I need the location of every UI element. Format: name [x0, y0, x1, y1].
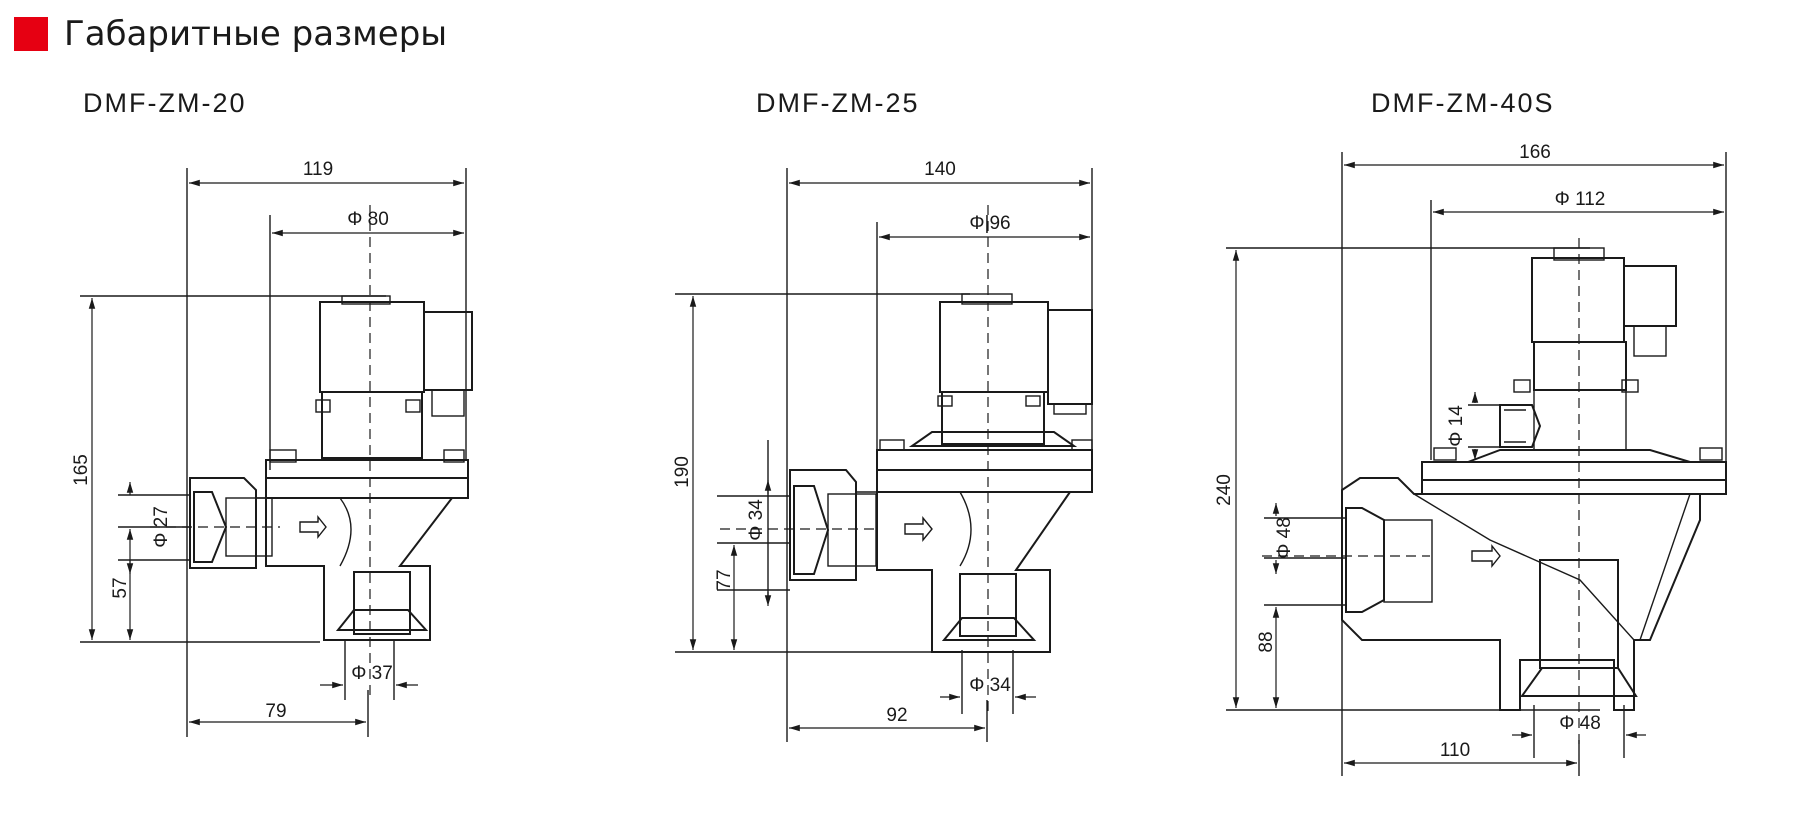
- dim-pilot: Φ 14: [1446, 405, 1467, 447]
- dim-height: 165: [71, 454, 92, 486]
- dim-outlet-offset: 110: [1440, 740, 1470, 761]
- dim-outlet-offset: 92: [886, 705, 907, 726]
- dim-width: 140: [924, 159, 956, 180]
- dim-outlet: Φ 48: [1559, 713, 1601, 734]
- dim-inlet-height: 77: [714, 569, 735, 590]
- dim-outlet: Φ 34: [969, 675, 1011, 696]
- dim-inlet: Φ 27: [151, 506, 172, 548]
- model-label-dmf-zm-25: DMF-ZM-25: [756, 88, 920, 118]
- dim-height: 190: [672, 456, 693, 488]
- dim-inlet: Φ 48: [1274, 517, 1295, 559]
- dim-width: 119: [303, 159, 333, 180]
- dim-coil: Φ 112: [1555, 189, 1606, 210]
- model-label-dmf-zm-20: DMF-ZM-20: [83, 88, 247, 118]
- drawing-dmf-zm-20: [80, 168, 473, 737]
- dim-inlet: Φ 34: [746, 499, 767, 541]
- dim-coil: Φ|96: [969, 213, 1010, 234]
- dim-inlet-height: 88: [1256, 631, 1277, 652]
- model-label-dmf-zm-40s: DMF-ZM-40S: [1371, 88, 1555, 118]
- red-square-icon: [14, 17, 48, 51]
- drawing-dmf-zm-25: [675, 168, 1093, 742]
- drawing-dmf-zm-40s: [1226, 152, 1727, 776]
- section-header: Габаритные размеры: [14, 14, 447, 54]
- dims-dmf-zm-25: 140 Φ|96 190 Φ 34 77 Φ 34 92: [672, 159, 1011, 726]
- dims-dmf-zm-20: 119 Φ 80 165 Φ 27 57 Φ 37 79: [71, 159, 393, 722]
- dim-outlet: Φ 37: [351, 663, 393, 684]
- dim-width: 166: [1519, 142, 1551, 163]
- dim-height: 240: [1214, 474, 1235, 506]
- dims-dmf-zm-40s: 166 Φ 112 Φ 14 240 Φ 48 88 Φ 48 110: [1214, 142, 1605, 761]
- page-title: Габаритные размеры: [64, 14, 448, 54]
- dim-coil: Φ 80: [347, 209, 389, 230]
- dim-inlet-height: 57: [110, 577, 131, 598]
- dim-outlet-offset: 79: [265, 701, 286, 722]
